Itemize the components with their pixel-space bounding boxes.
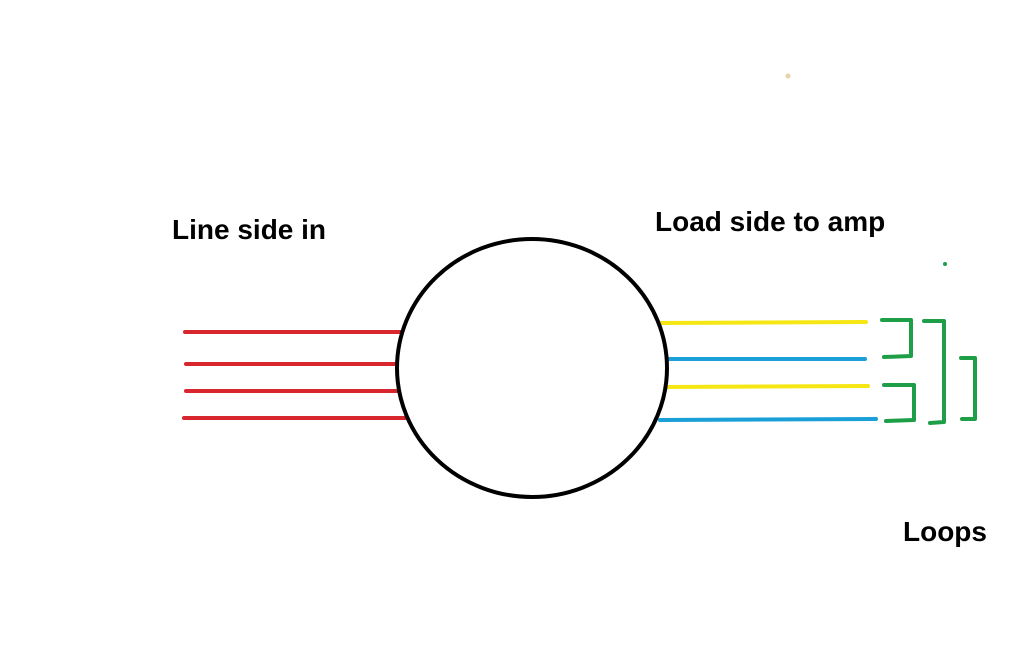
load-side-label: Load side to amp: [655, 206, 886, 237]
line-side-label: Line side in: [172, 214, 327, 245]
load-wire-blue-2: [658, 417, 878, 422]
loop-bracket-outer-left: [922, 319, 946, 425]
loop-bracket-outer-right: [959, 356, 977, 421]
loops-label: Loops: [903, 516, 987, 547]
speck-dot-2: [943, 262, 947, 266]
load-wire-yellow-1: [658, 320, 868, 325]
loop-brackets: [880, 318, 977, 425]
load-side-wires: [658, 320, 878, 422]
loop-bracket-inner-bottom: [882, 383, 916, 423]
speck-dot-1: [785, 73, 791, 79]
load-wire-yellow-2: [662, 384, 870, 389]
loop-bracket-inner-top: [880, 318, 913, 359]
line-side-wires: [182, 330, 409, 420]
ct-circle: [395, 237, 669, 499]
